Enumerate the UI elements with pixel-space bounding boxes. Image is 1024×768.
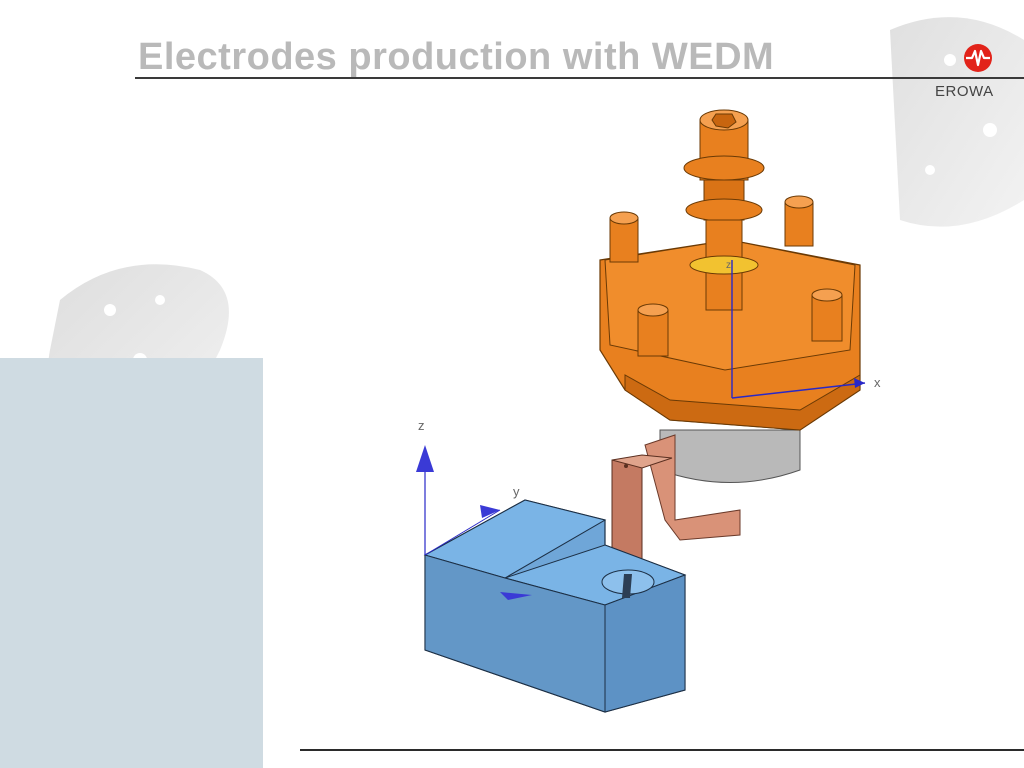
logo-text: EROWA: [935, 83, 994, 100]
electrode-holder: x z: [599, 109, 881, 483]
slide-title: Electrodes production with WEDM: [138, 36, 775, 78]
title-underline: [135, 77, 1024, 79]
cad-illustration: x z z y: [416, 109, 881, 713]
erowa-logo-icon: [964, 44, 992, 72]
block-y-label: y: [513, 484, 520, 499]
footer-rule: [300, 749, 1024, 751]
holder-z-label: z: [726, 260, 731, 271]
copper-electrode: [611, 434, 741, 566]
block-z-label: z: [418, 418, 425, 433]
holder-x-label: x: [874, 375, 881, 390]
side-panel: [0, 358, 263, 768]
workpiece-block: z y: [416, 418, 687, 713]
